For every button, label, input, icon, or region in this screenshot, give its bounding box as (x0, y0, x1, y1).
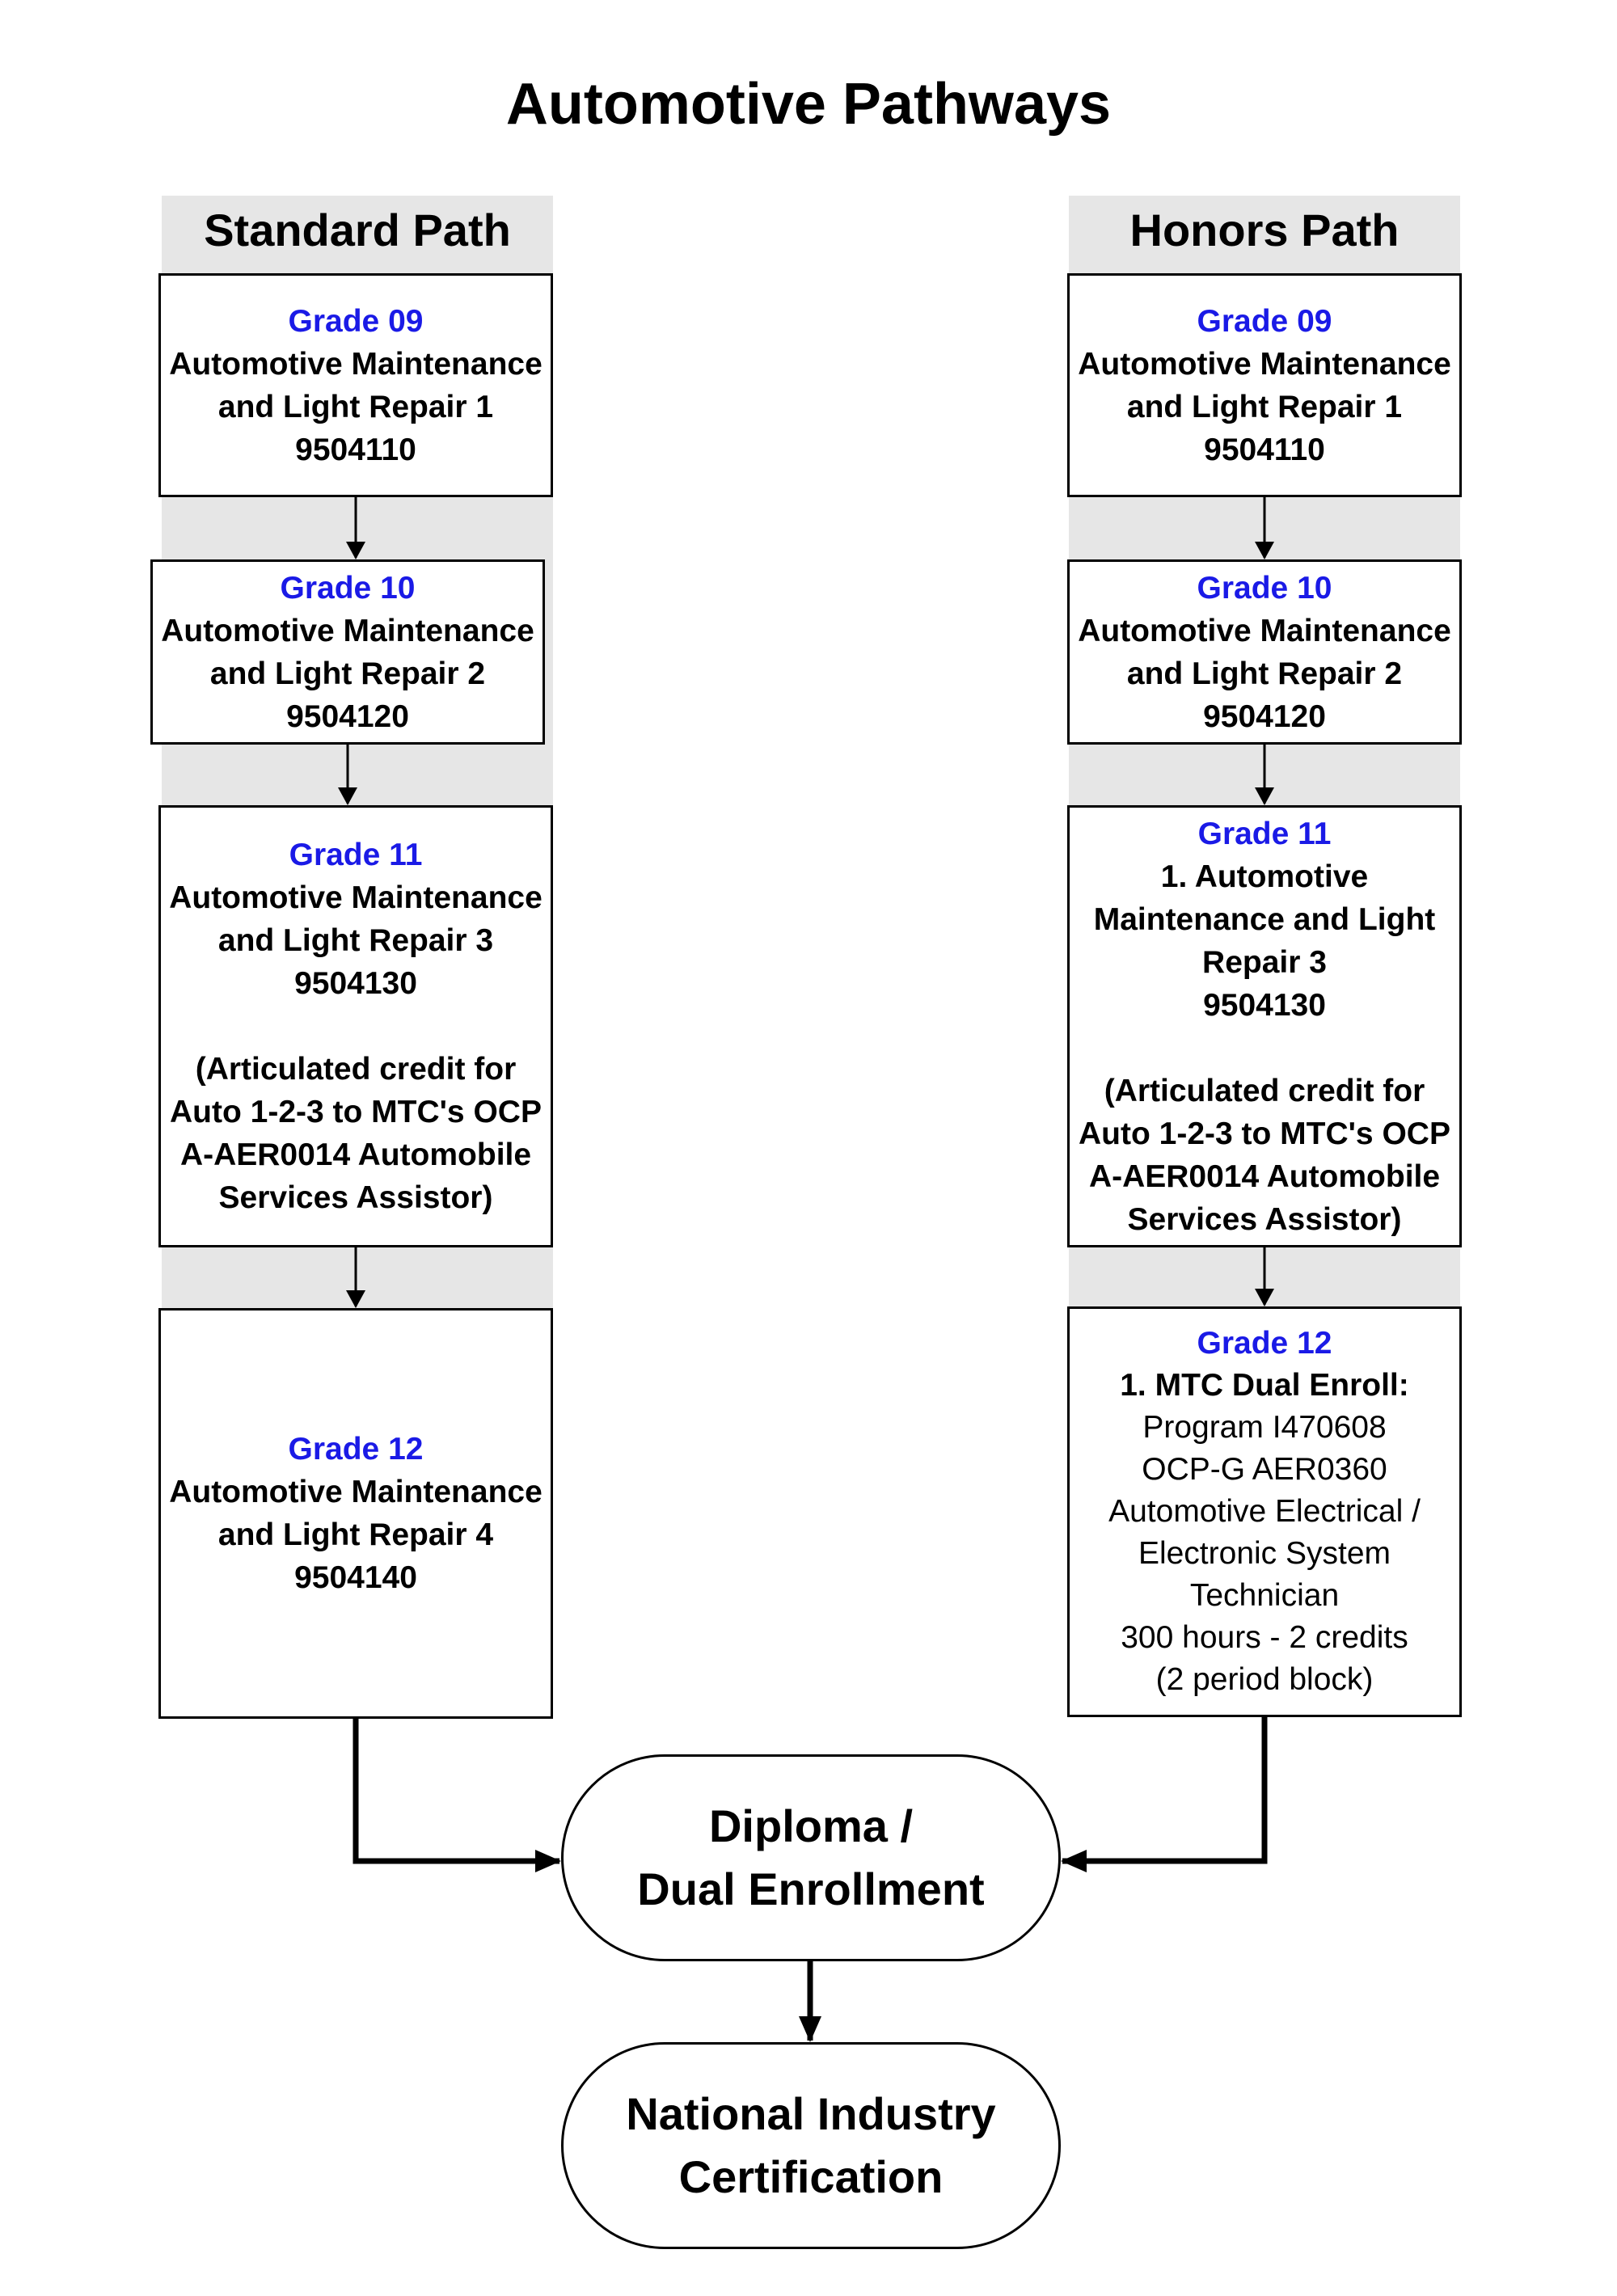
course-name-line: and Light Repair 4 (217, 1517, 494, 1552)
articulation-note-line: (Articulated credit for (195, 1052, 517, 1087)
grade-label: Grade 12 (1197, 1326, 1332, 1361)
honors-path-header: Honors Path (1129, 205, 1400, 255)
articulation-note-line: Auto 1-2-3 to MTC's OCP (170, 1095, 542, 1129)
honors-grade-10-box: Grade 10 Automotive Maintenance and Ligh… (1067, 559, 1462, 745)
certification-label-line: National Industry (626, 2088, 996, 2139)
honors-grade-11-box: Grade 11 1. Automotive Maintenance and L… (1067, 805, 1462, 1247)
course-name-line: Automotive Maintenance (169, 880, 543, 915)
articulation-note-line: Auto 1-2-3 to MTC's OCP (1079, 1116, 1450, 1151)
grade-label: Grade 10 (1197, 570, 1332, 606)
certification-label-line: Certification (678, 2151, 944, 2202)
diagram-title: Automotive Pathways (505, 72, 1112, 137)
grade-label: Grade 11 (289, 838, 423, 872)
standard-grade-12-box: Grade 12 Automotive Maintenance and Ligh… (158, 1308, 553, 1719)
course-code: 9504130 (294, 966, 417, 1001)
articulation-note-line: A-AER0014 Automobile (1088, 1159, 1441, 1194)
grade-label: Grade 12 (288, 1432, 424, 1467)
articulation-note-line: Services Assistor) (1127, 1201, 1402, 1237)
diploma-label-line: Dual Enrollment (637, 1863, 985, 1914)
diploma-dual-enrollment-node: Diploma / Dual Enrollment (561, 1754, 1061, 1961)
grade-label: Grade 09 (288, 303, 424, 339)
course-name-line: Automotive Maintenance (1078, 613, 1451, 648)
standard-to-diploma-arrow (353, 1719, 561, 1872)
course-name-line: and Light Repair 2 (1126, 656, 1403, 691)
diploma-label-line: Diploma / (708, 1800, 914, 1851)
program-detail-line: (2 period block) (1155, 1662, 1374, 1697)
standard-grade-09-box: Grade 09 Automotive Maintenance and Ligh… (158, 273, 553, 497)
honors-grade-12-box: Grade 12 1. MTC Dual Enroll: Program I47… (1067, 1306, 1462, 1717)
course-code: 9504120 (286, 699, 409, 734)
course-name-line: Automotive Maintenance (161, 613, 534, 648)
national-industry-certification-node: National Industry Certification (561, 2042, 1061, 2249)
course-name-line: and Light Repair 1 (217, 389, 494, 424)
course-name-line: Automotive Maintenance (169, 346, 543, 382)
articulation-note-line: Services Assistor) (218, 1180, 493, 1215)
standard-grade-10-box: Grade 10 Automotive Maintenance and Ligh… (150, 559, 545, 745)
articulation-note-line: (Articulated credit for (1104, 1073, 1425, 1108)
program-detail-line: Automotive Electrical / (1108, 1494, 1421, 1529)
course-name-line: Repair 3 (1202, 944, 1327, 980)
dual-enroll-heading: 1. MTC Dual Enroll: (1120, 1368, 1409, 1403)
course-name-line: and Light Repair 2 (209, 656, 486, 691)
course-name-line: Maintenance and Light (1093, 901, 1436, 937)
grade-label: Grade 10 (280, 570, 416, 606)
course-code: 9504140 (294, 1560, 417, 1595)
program-detail-line: Technician (1189, 1578, 1340, 1613)
course-name-line: 1. Automotive (1160, 859, 1369, 894)
course-name-line: Automotive Maintenance (1078, 346, 1451, 382)
course-code: 9504130 (1203, 987, 1326, 1023)
course-name-line: Automotive Maintenance (169, 1475, 543, 1509)
course-code: 9504110 (1204, 432, 1325, 467)
program-detail-line: OCP-G AER0360 (1142, 1452, 1387, 1487)
grade-label: Grade 09 (1197, 303, 1332, 339)
articulation-note-line: A-AER0014 Automobile (179, 1137, 532, 1172)
program-detail-line: Electronic System (1138, 1536, 1391, 1571)
course-code: 9504110 (295, 432, 416, 467)
course-name-line: and Light Repair 3 (217, 923, 494, 958)
honors-to-diploma-arrow (1061, 1717, 1268, 1872)
course-name-line: and Light Repair 1 (1126, 389, 1403, 424)
course-code: 9504120 (1203, 699, 1326, 734)
program-detail-line: 300 hours - 2 credits (1121, 1620, 1408, 1655)
honors-grade-09-box: Grade 09 Automotive Maintenance and Ligh… (1067, 273, 1462, 497)
program-detail-line: Program I470608 (1142, 1410, 1387, 1445)
standard-grade-11-box: Grade 11 Automotive Maintenance and Ligh… (158, 805, 553, 1247)
grade-label: Grade 11 (1197, 816, 1332, 851)
standard-path-header: Standard Path (204, 205, 511, 255)
